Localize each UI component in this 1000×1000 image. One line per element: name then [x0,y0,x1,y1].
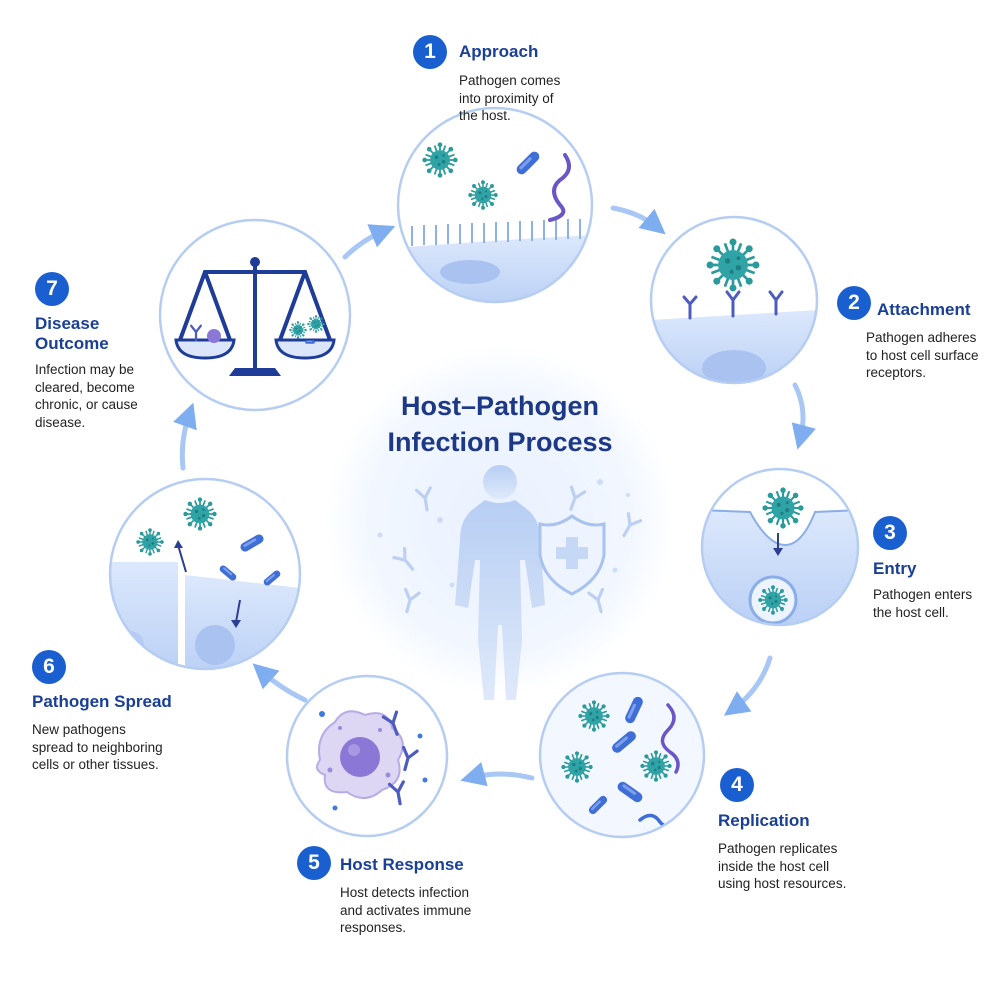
step-title: Replication [718,811,810,830]
diagram-title: Host–Pathogen Infection Process [340,388,660,460]
step-number-badge: 5 [297,846,331,880]
step-title: Host Response [340,855,464,874]
step-title: Entry [873,559,917,578]
spread-illustration [108,477,302,671]
attachment-illustration [649,215,819,385]
step-number-badge: 3 [873,516,907,550]
step-number-badge: 1 [413,35,447,69]
shield-icon [538,514,606,596]
step-number-badge: 2 [837,286,871,320]
step-title: Attachment [877,300,971,319]
replication-illustration [538,671,706,839]
step-number-badge: 6 [32,650,66,684]
entry-illustration [700,467,860,627]
human-silhouette-icon [455,465,545,700]
immune-cell-illustration [285,674,449,838]
particle-dots [377,479,630,588]
step-title: Pathogen Spread [32,692,172,711]
step-number-badge: 7 [35,272,69,306]
approach-illustration [396,106,594,304]
balance-scale-illustration [158,218,352,412]
arrow-6-to-7 [173,402,197,471]
arrow-3-to-4 [723,655,773,716]
arrow-2-to-3 [791,382,816,450]
title-line-1: Host–Pathogen [400,391,600,421]
step-title: Approach [459,42,539,61]
arrow-4-to-5 [460,762,535,787]
arrow-7-to-1 [342,224,396,260]
arrow-1-to-2 [610,205,666,235]
cycle-arrows [173,205,816,787]
arrow-5-to-6 [252,663,308,703]
title-line-2: Infection Process [387,427,613,457]
step-number-badge: 4 [720,768,754,802]
